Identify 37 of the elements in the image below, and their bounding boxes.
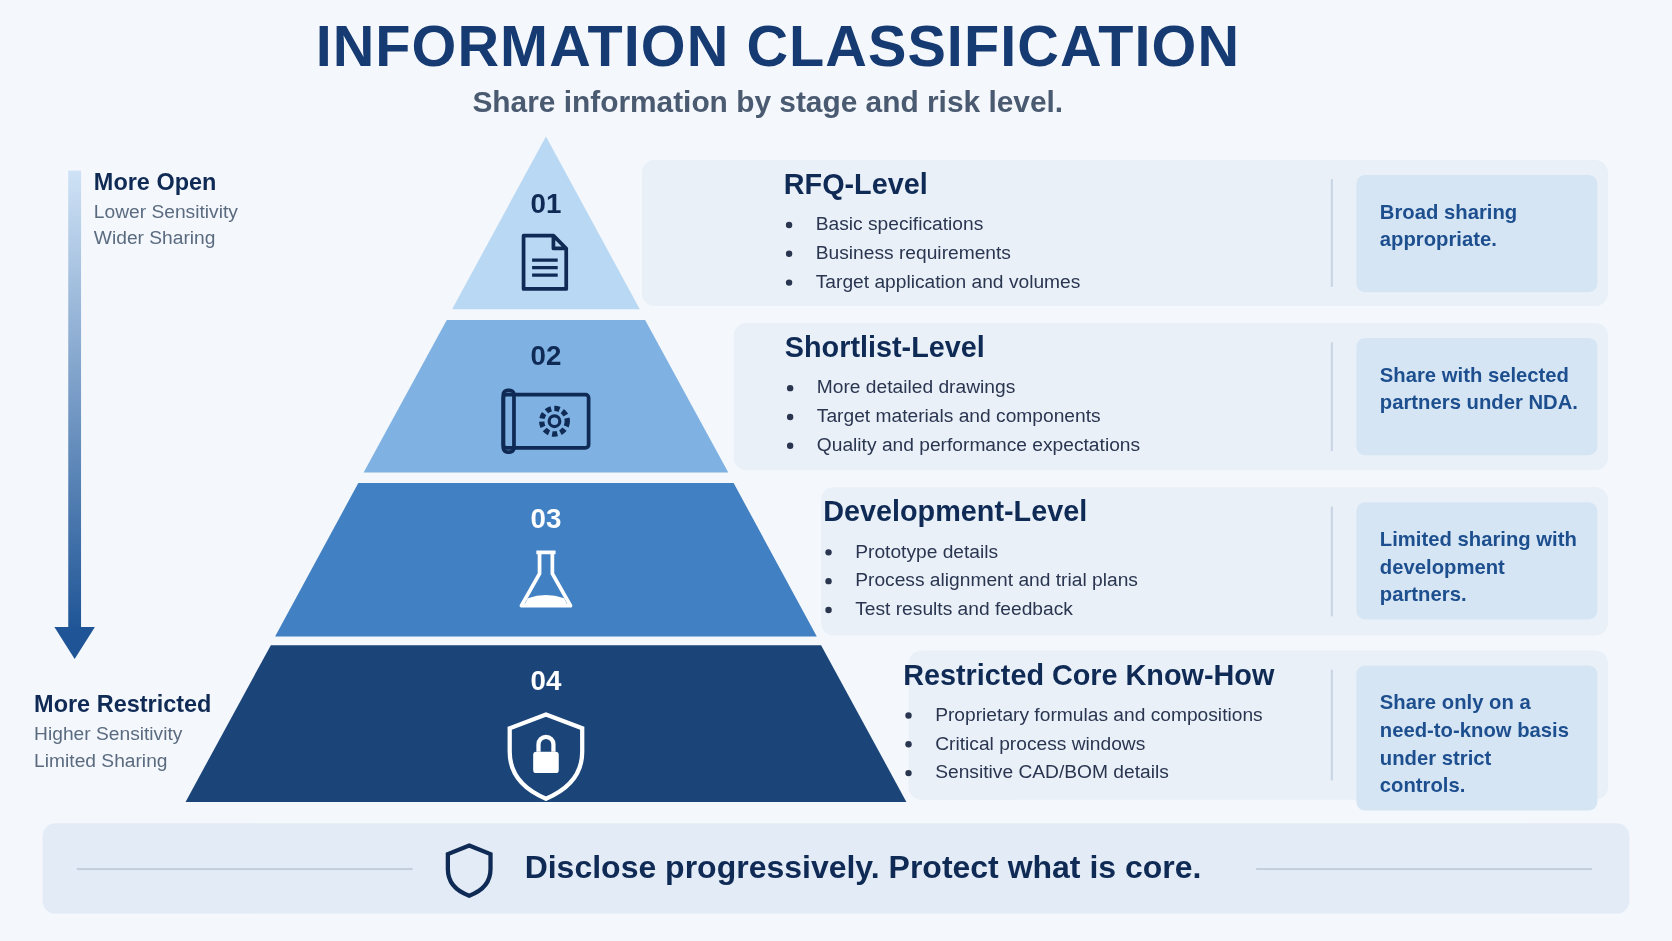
scale-label: Limited Sharing <box>34 749 168 772</box>
note-box: Limited sharing with development partners. <box>1356 502 1598 620</box>
bullet-item: Quality and performance expectations <box>816 433 1141 458</box>
bullet-item: Prototype details <box>855 539 999 564</box>
tier-panel <box>733 323 1609 471</box>
bullet-item: Process alignment and trial plans <box>855 568 1138 593</box>
note-box: Share with selected partners under NDA. <box>1356 338 1598 456</box>
tier-heading: RFQ-Level <box>783 168 928 202</box>
tier-heading: Development-Level <box>823 495 1088 529</box>
tier-panel <box>821 487 1609 636</box>
note-box: Share only on a need-to-know basis under strict controls. <box>1356 665 1598 811</box>
bullet-item: Sensitive CAD/BOM details <box>935 760 1169 785</box>
motto-text: Disclose progressively. Protect what is core. <box>524 848 1202 886</box>
tier-heading: Shortlist-Level <box>784 331 985 365</box>
tier-number: 01 <box>530 187 562 221</box>
bullet-item: Business requirements <box>815 241 1011 266</box>
tier-heading: Restricted Core Know-How <box>903 659 1275 693</box>
scale-label: Lower Sensitivity <box>93 200 238 223</box>
scale-label: Higher Sensitivity <box>34 722 183 746</box>
bullet-item: Target application and volumes <box>815 269 1081 295</box>
bullet-item: Critical process windows <box>935 731 1146 756</box>
tier-panel <box>641 159 1609 307</box>
title: INFORMATION CLASSIFICATION <box>315 12 1241 79</box>
tier-number: 04 <box>530 664 562 698</box>
bullet-item: Basic specifications <box>815 212 984 237</box>
tier-number: 02 <box>530 339 562 373</box>
scale-label: More Open <box>93 168 217 197</box>
scale-label: Wider Sharing <box>93 227 216 250</box>
note-box: Broad sharing appropriate. <box>1356 174 1598 293</box>
bullet-item: Proprietary formulas and compositions <box>935 702 1263 728</box>
subtitle: Share information by stage and risk level. <box>472 85 1064 120</box>
bullet-item: Target materials and components <box>816 404 1101 429</box>
tier-number: 03 <box>530 502 562 536</box>
bullet-item: More detailed drawings <box>816 375 1016 400</box>
scale-label: More Restricted <box>34 691 212 719</box>
banner <box>42 823 1630 914</box>
bullet-item: Test results and feedback <box>855 597 1073 622</box>
